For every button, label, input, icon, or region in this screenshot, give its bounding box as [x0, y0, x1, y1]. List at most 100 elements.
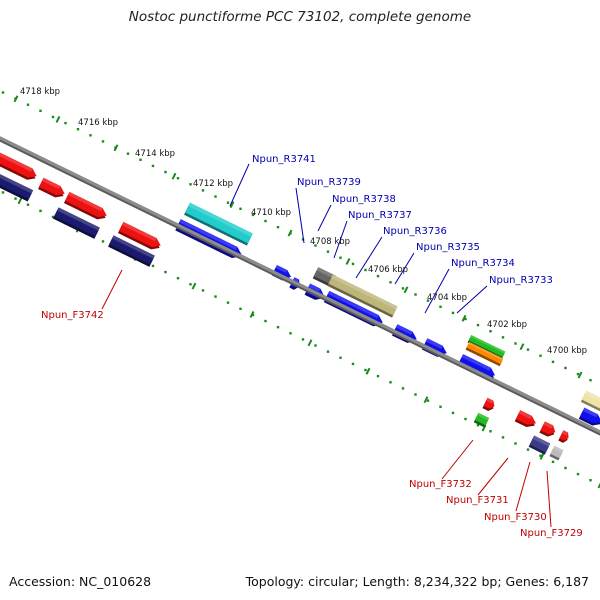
backbone-line [0, 136, 600, 434]
gene-label-npun-f3731: Npun_F3731 [446, 495, 509, 506]
tick-dot-outer [464, 317, 467, 321]
gene-reverse-block-highlight [395, 324, 413, 335]
gene-reverse-block-highlight [275, 264, 288, 273]
gene-forward-block [63, 191, 107, 220]
tick-dot-inner [51, 215, 55, 219]
gene-label-npun-r3734: Npun_R3734 [451, 258, 515, 269]
tick-dot-outer [89, 134, 92, 137]
tick-dot-outer [426, 299, 430, 302]
leader-line-forward [441, 439, 474, 480]
gene-forward-block [108, 235, 155, 267]
tick-dot-outer [201, 189, 205, 192]
tick-dot-outer [51, 115, 55, 119]
tick-dot-inner [239, 307, 242, 310]
tick-dot-outer [139, 158, 142, 162]
tick-dot-inner [151, 264, 155, 268]
leader-line-forward [546, 470, 552, 528]
tick-dot-inner [264, 319, 267, 323]
leader-line-forward [477, 457, 509, 496]
tick-dot-inner [539, 454, 542, 457]
gene-forward-block [558, 430, 569, 443]
tick-dot-outer [126, 152, 130, 155]
tick-dot-inner [576, 472, 580, 476]
accession-text: Accession: NC_010628 [9, 574, 152, 589]
gene-reverse-block-highlight [327, 290, 379, 319]
tick-dot-outer [314, 244, 317, 247]
label-leader-lines [101, 163, 552, 528]
tick-major-outer [519, 343, 525, 351]
tick-major-outer [171, 172, 177, 180]
tick-dot-outer [414, 293, 417, 296]
tick-dot-inner [364, 368, 367, 372]
gene-reverse-block [457, 354, 496, 380]
tick-dot-outer [239, 207, 242, 210]
kbp-label-4718: 4718 kbp [20, 87, 60, 97]
tick-dot-inner [439, 405, 442, 408]
tick-dot-inner [426, 399, 430, 402]
tick-major-outer [287, 229, 293, 237]
gene-forward-block [549, 445, 564, 461]
tick-dot-outer [551, 360, 555, 364]
tick-major-inner [539, 453, 545, 460]
kbp-label-4706: 4706 kbp [368, 265, 408, 275]
tick-dot-inner [464, 417, 467, 421]
tick-dot-inner [176, 276, 180, 280]
tick-dot-outer [76, 128, 80, 131]
tick-dot-outer [451, 311, 455, 315]
tick-dot-outer [26, 103, 30, 106]
gene-reverse-block [465, 341, 504, 367]
leader-line-reverse [424, 268, 450, 314]
tick-dot-inner [551, 460, 555, 464]
tick-dot-inner [14, 197, 17, 200]
tick-dot-inner [1, 191, 5, 194]
gene-reverse-block [580, 390, 600, 412]
gene-label-npun-r3737: Npun_R3737 [348, 210, 412, 221]
tick-dot-inner [214, 295, 217, 298]
gene-reverse-block [327, 274, 398, 318]
tick-dot-outer [101, 140, 105, 143]
tick-dot-inner [526, 448, 530, 451]
gene-forward-block-highlight [121, 221, 157, 242]
gene-forward-block-highlight [0, 151, 33, 172]
kbp-label-4704: 4704 kbp [427, 293, 467, 303]
tick-dot-inner [326, 350, 330, 353]
tick-dot-outer [401, 287, 405, 290]
gene-forward-block [539, 421, 556, 437]
tick-dot-outer [439, 305, 442, 308]
tick-dot-inner [376, 374, 380, 378]
kbp-label-4700: 4700 kbp [547, 346, 587, 356]
tick-dot-inner [564, 466, 567, 470]
tick-major-outer [113, 144, 119, 152]
tick-dot-outer [364, 268, 367, 272]
tick-dot-inner [101, 240, 105, 243]
gene-forward-block-highlight [67, 191, 103, 212]
tick-dot-outer [164, 170, 167, 174]
gene-forward-block-highlight [112, 235, 155, 259]
tick-dot-outer [589, 379, 592, 382]
kbp-label-4702: 4702 kbp [487, 320, 527, 330]
gene-forward-block-highlight [553, 445, 564, 453]
scale-ticks [1, 91, 600, 489]
gene-label-npun-r3735: Npun_R3735 [416, 242, 480, 253]
tick-dot-outer [501, 336, 505, 339]
kbp-label-4710: 4710 kbp [251, 208, 291, 218]
tick-major-inner [365, 367, 371, 375]
tick-dot-inner [401, 387, 405, 390]
tick-dot-inner [289, 332, 292, 335]
tick-dot-outer [64, 121, 67, 125]
gene-reverse-block [467, 334, 506, 360]
tick-dot-outer [389, 281, 392, 284]
tick-dot-inner [501, 436, 505, 439]
leader-line-reverse [333, 220, 348, 259]
tick-major-inner [307, 339, 313, 347]
tick-dot-inner [251, 313, 255, 317]
genome-stats-text: Topology: circular; Length: 8,234,322 bp… [245, 574, 589, 589]
kbp-label-4712: 4712 kbp [193, 179, 233, 189]
tick-major-inner [597, 482, 600, 489]
tick-dot-outer [264, 219, 267, 223]
kbp-labels: 4718 kbp 4716 kbp 4714 kbp 4712 kbp 4710… [20, 87, 587, 356]
gene-forward-block [117, 221, 161, 250]
gene-forward-block-highlight [41, 177, 61, 190]
tick-dot-outer [176, 176, 180, 180]
